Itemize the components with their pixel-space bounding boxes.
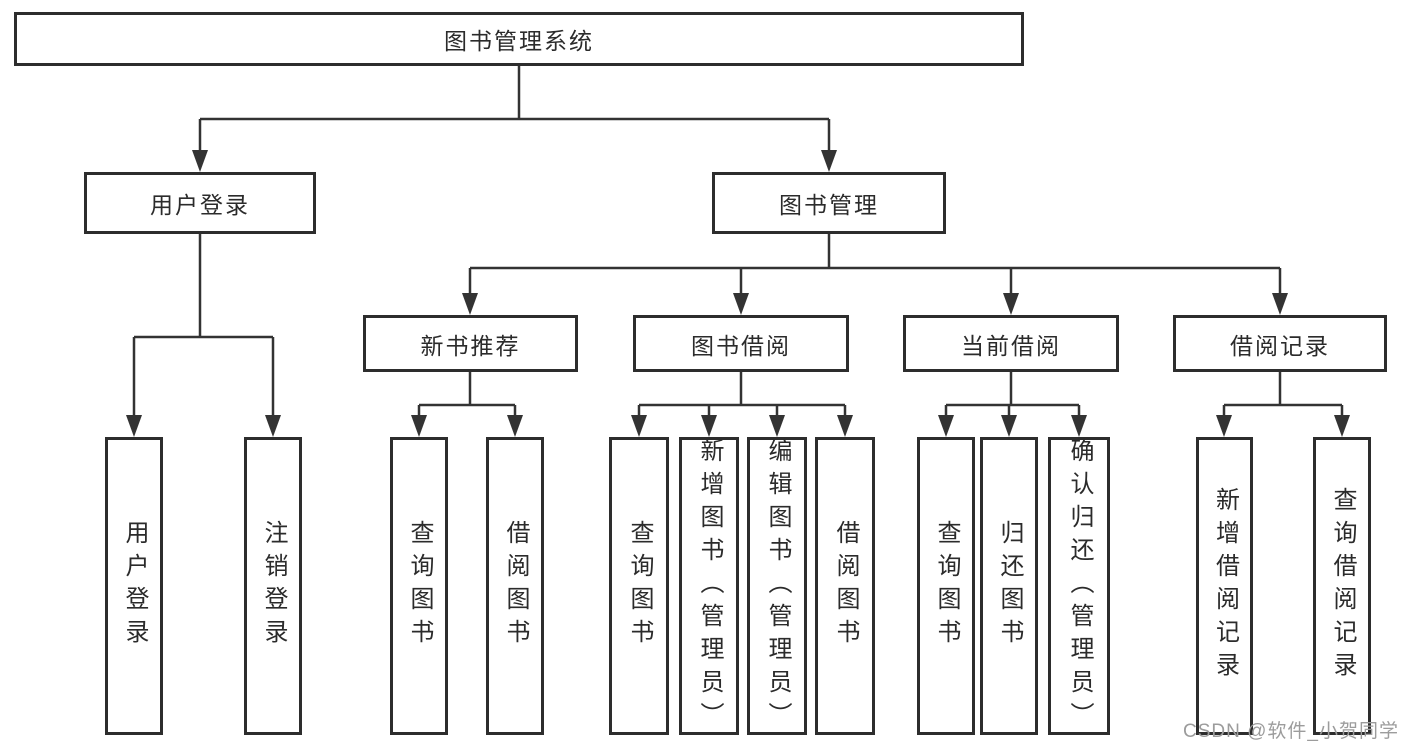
leaf-edit-book-admin: 编辑图书（管理员） [747, 437, 807, 735]
leaf-logout: 注销登录 [244, 437, 302, 735]
node-label: 当前借阅 [961, 332, 1061, 359]
leaf-query-borrow-record: 查询借阅记录 [1313, 437, 1371, 735]
node-new-book-recommend: 新书推荐 [363, 315, 578, 372]
leaf-label: 查询借阅记录 [1329, 487, 1356, 685]
node-user-login: 用户登录 [84, 172, 316, 234]
leaf-add-borrow-record: 新增借阅记录 [1196, 437, 1253, 735]
leaf-label: 编辑图书（管理员） [764, 437, 791, 735]
node-label: 图书管理系统 [444, 28, 594, 54]
node-label: 图书管理 [779, 192, 879, 218]
leaf-label: 查询图书 [933, 520, 960, 652]
leaf-label: 借阅图书 [502, 520, 529, 652]
leaf-confirm-return-admin: 确认归还（管理员） [1048, 437, 1110, 735]
node-book-borrow: 图书借阅 [633, 315, 849, 372]
leaf-query-books-recommend: 查询图书 [390, 437, 448, 735]
leaf-user-login: 用户登录 [105, 437, 163, 735]
leaf-label: 新增借阅记录 [1211, 487, 1239, 685]
leaf-query-books-borrow: 查询图书 [609, 437, 669, 735]
node-root-library-system: 图书管理系统 [14, 12, 1024, 66]
leaf-label: 查询图书 [626, 520, 653, 652]
leaf-label: 查询图书 [406, 520, 433, 652]
node-label: 借阅记录 [1230, 332, 1330, 359]
leaf-label: 确认归还（管理员） [1066, 437, 1093, 735]
leaf-label: 新增图书（管理员） [696, 437, 723, 735]
leaf-query-books-current: 查询图书 [917, 437, 975, 735]
leaf-borrow-books-recommend: 借阅图书 [486, 437, 544, 735]
node-current-borrow: 当前借阅 [903, 315, 1119, 372]
node-label: 图书借阅 [691, 332, 791, 359]
leaf-label: 归还图书 [996, 520, 1023, 652]
csdn-watermark: CSDN @软件_小贺同学 [1183, 721, 1399, 742]
node-label: 新书推荐 [420, 332, 521, 359]
leaf-return-book: 归还图书 [980, 437, 1038, 735]
leaf-label: 注销登录 [260, 520, 287, 652]
node-label: 用户登录 [150, 192, 250, 218]
leaf-label: 借阅图书 [832, 520, 859, 652]
leaf-label: 用户登录 [121, 520, 148, 652]
leaf-add-book-admin: 新增图书（管理员） [679, 437, 739, 735]
node-book-management: 图书管理 [712, 172, 946, 234]
leaf-borrow-books: 借阅图书 [815, 437, 875, 735]
node-borrow-records: 借阅记录 [1173, 315, 1387, 372]
